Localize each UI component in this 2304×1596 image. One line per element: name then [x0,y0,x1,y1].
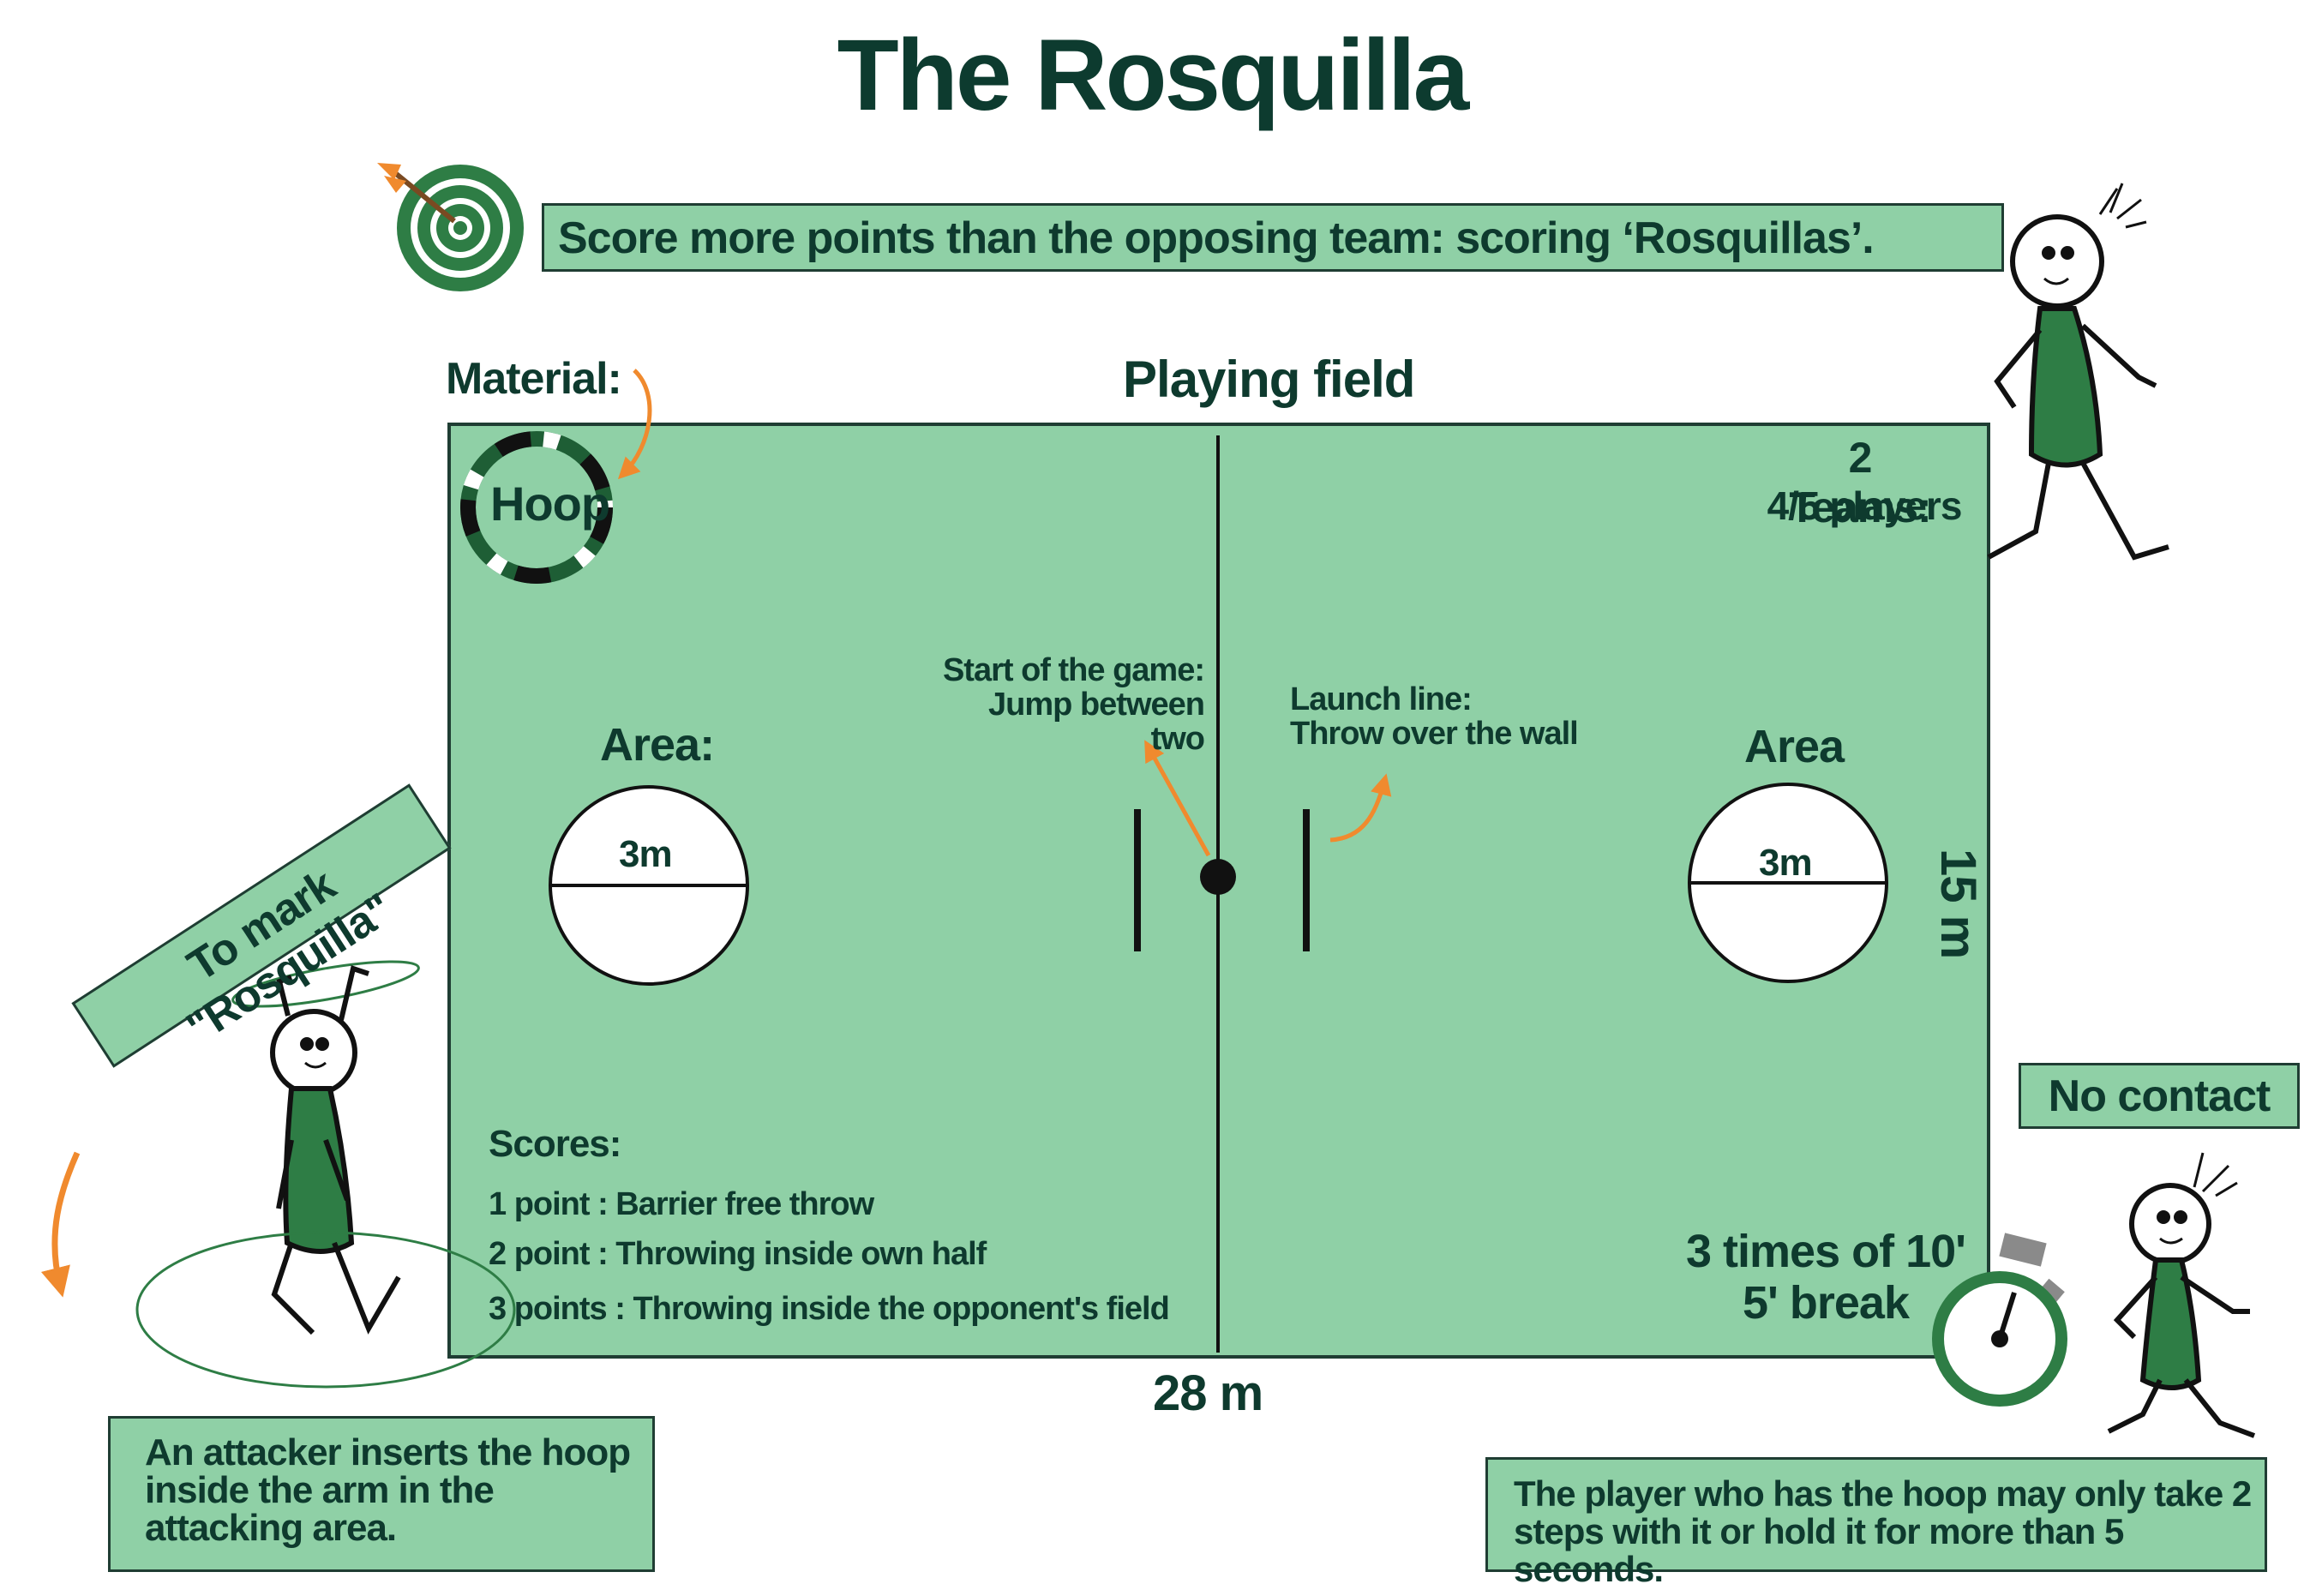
teams-players: 4/5 players [1767,483,1963,528]
score-item: 2 point : Throwing inside own half [489,1236,987,1272]
launch-label-line1: Launch line: [1290,681,1473,717]
stick-figure-icon [1987,183,2169,561]
stick-figure-icon [135,960,516,1389]
page-title: The Rosquilla [837,19,1470,132]
center-dot [1200,859,1236,895]
no-contact-banner: No contact [2019,1063,2300,1129]
launch-label: Launch line: Throw over the wall [1290,682,1650,751]
area-right-label: Area [1744,721,1845,772]
area-right-size: 3m [1759,842,1813,884]
score-item: 3 points : Throwing inside the opponent'… [489,1291,1170,1327]
hoop-label: Hoop [490,477,610,531]
field-length-label: 28 m [1153,1365,1263,1421]
area-left-label: Area: [600,719,715,771]
field-title: Playing field [1123,351,1415,408]
scores-title: Scores: [489,1123,621,1165]
player-rule-note: The player who has the hoop may only tak… [1485,1457,2267,1588]
target-icon [377,163,524,291]
attacker-note: An attacker inserts the hoop inside the … [108,1416,655,1572]
area-left-size: 3m [619,833,673,875]
start-label: Start of the game: Jump between two [930,652,1205,757]
hoop-icon [460,431,613,584]
stick-figure-icon [2107,1152,2256,1438]
time-label: 3 times of 10' 5' break [1680,1226,1971,1329]
area-left-circle [549,785,749,986]
time-line1: 3 times of 10' [1686,1226,1966,1277]
teams-label: 2 Teams: [1789,434,1931,531]
time-line2: 5' break [1743,1277,1910,1329]
launch-label-line2: Throw over the wall [1290,716,1579,752]
stopwatch-icon [1932,1233,2067,1407]
field-width-label: 15 m [1930,849,1986,959]
objective-banner: Score more points than the opposing team… [542,203,2004,272]
score-item: 1 point : Barrier free throw [489,1186,874,1222]
material-label: Material: [446,354,622,404]
start-label-line2: Jump between two [988,687,1205,757]
start-label-line1: Start of the game: [942,652,1205,688]
area-right-circle [1688,783,1888,983]
